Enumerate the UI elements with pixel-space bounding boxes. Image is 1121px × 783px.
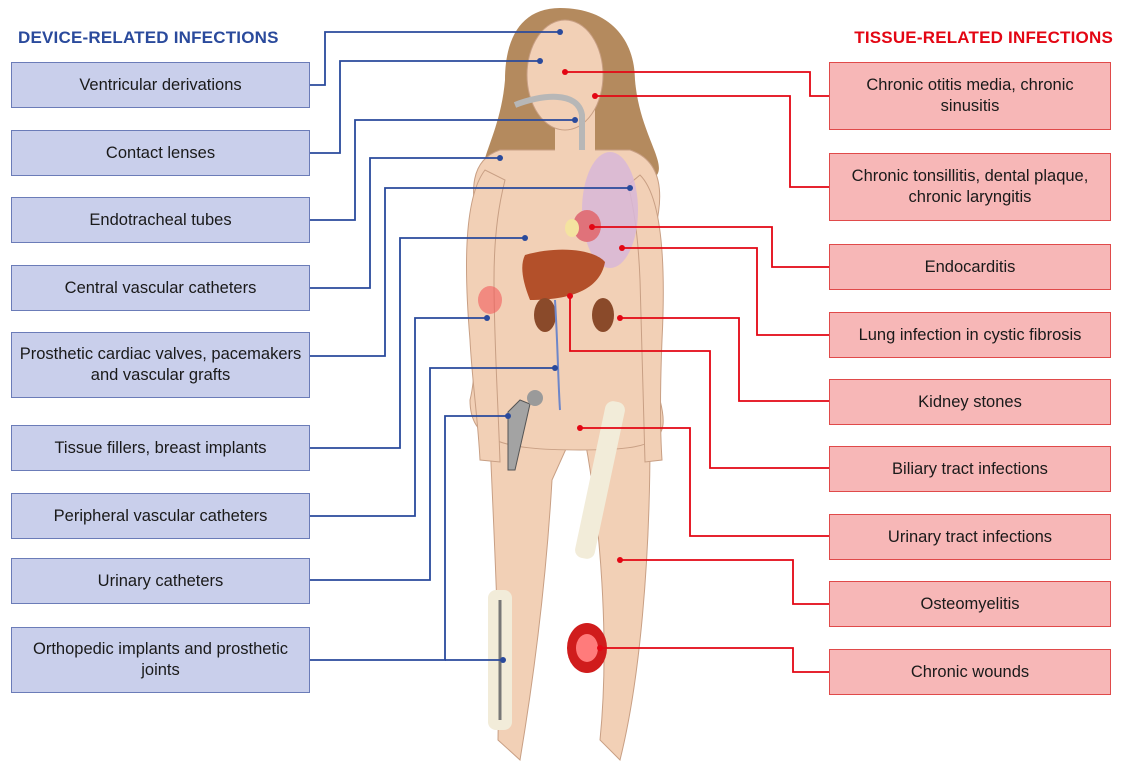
tissue-item-kidney-stones: Kidney stones xyxy=(829,379,1111,425)
device-item-endotracheal-tubes: Endotracheal tubes xyxy=(11,197,310,243)
tissue-item-chronic-otitis-media: Chronic otitis media, chronic sinusitis xyxy=(829,62,1111,130)
device-item-ventricular-derivations: Ventricular derivations xyxy=(11,62,310,108)
device-item-central-vascular-catheters: Central vascular catheters xyxy=(11,265,310,311)
tissue-item-cystic-fibrosis: Lung infection in cystic fibrosis xyxy=(829,312,1111,358)
device-item-tissue-fillers: Tissue fillers, breast implants xyxy=(11,425,310,471)
device-item-orthopedic-implants: Orthopedic implants and prosthetic joint… xyxy=(11,627,310,693)
tissue-item-endocarditis: Endocarditis xyxy=(829,244,1111,290)
device-item-urinary-catheters: Urinary catheters xyxy=(11,558,310,604)
device-item-prosthetic-cardiac-valves: Prosthetic cardiac valves, pacemakers an… xyxy=(11,332,310,398)
tissue-item-urinary-tract-infections: Urinary tract infections xyxy=(829,514,1111,560)
tissue-item-osteomyelitis: Osteomyelitis xyxy=(829,581,1111,627)
tissue-item-chronic-wounds: Chronic wounds xyxy=(829,649,1111,695)
device-item-contact-lenses: Contact lenses xyxy=(11,130,310,176)
tissue-item-biliary-tract-infections: Biliary tract infections xyxy=(829,446,1111,492)
tissue-item-chronic-tonsillitis: Chronic tonsillitis, dental plaque, chro… xyxy=(829,153,1111,221)
device-item-peripheral-vascular-catheters: Peripheral vascular catheters xyxy=(11,493,310,539)
